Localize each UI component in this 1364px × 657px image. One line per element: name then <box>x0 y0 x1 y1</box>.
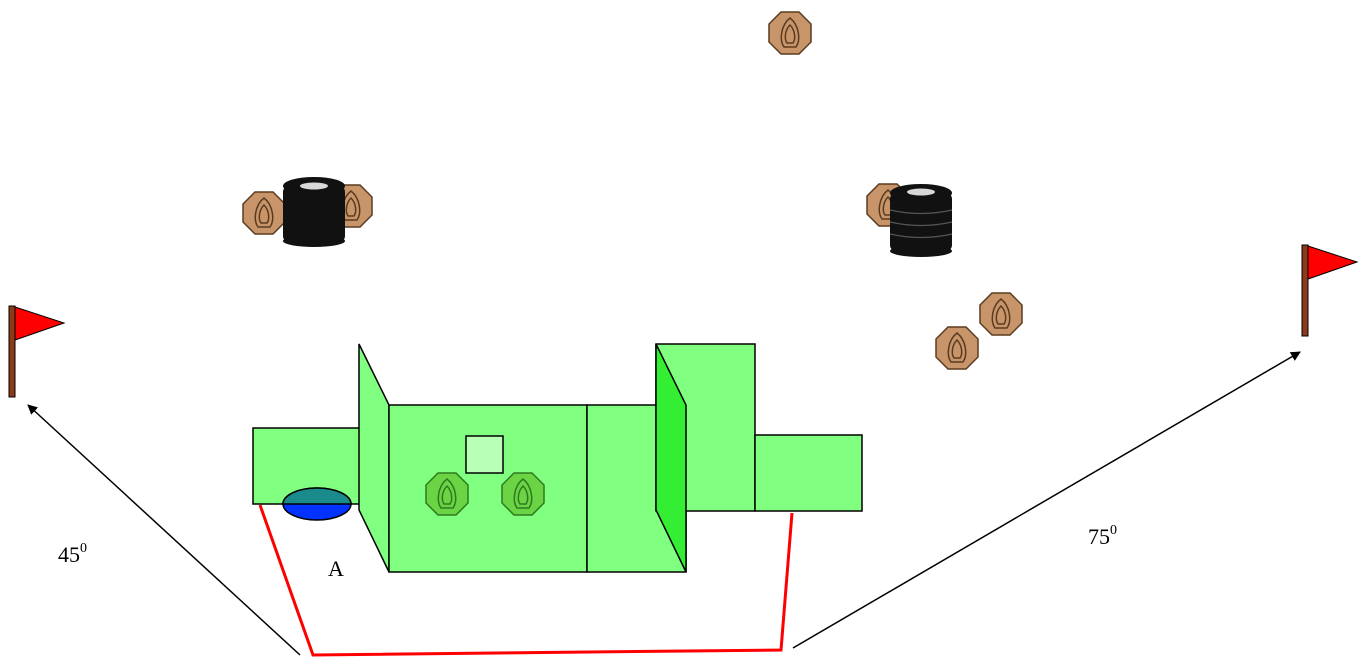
right-angle-degree: 0 <box>1110 523 1117 538</box>
right-short-wall <box>754 434 863 512</box>
barrel-icon <box>283 177 345 247</box>
flag-icon <box>8 305 66 398</box>
octagon-target-icon <box>242 191 286 235</box>
barrel-icon <box>889 184 953 257</box>
flag-icon <box>1301 244 1359 337</box>
octagon-target-icon <box>979 292 1023 336</box>
left-angle-label: 450 <box>58 541 87 567</box>
octagon-target-icon <box>768 11 812 55</box>
start-position-label: A <box>328 556 344 581</box>
left-angle-degree: 0 <box>80 541 87 556</box>
center-wall <box>388 404 588 573</box>
right-angled-wall <box>655 343 687 573</box>
fault-line <box>258 504 794 657</box>
right-angle-arrow <box>792 351 1301 649</box>
left-angle-arrow <box>27 404 301 656</box>
right-angle-label: 750 <box>1088 523 1117 549</box>
octagon-target-icon <box>935 326 979 370</box>
port-window <box>465 435 504 474</box>
left-angled-wall <box>358 343 390 573</box>
barrier-structure <box>252 343 863 573</box>
wheel-icon <box>282 487 352 521</box>
no-shoot-target-icon <box>425 472 469 516</box>
no-shoot-target-icon <box>501 472 545 516</box>
